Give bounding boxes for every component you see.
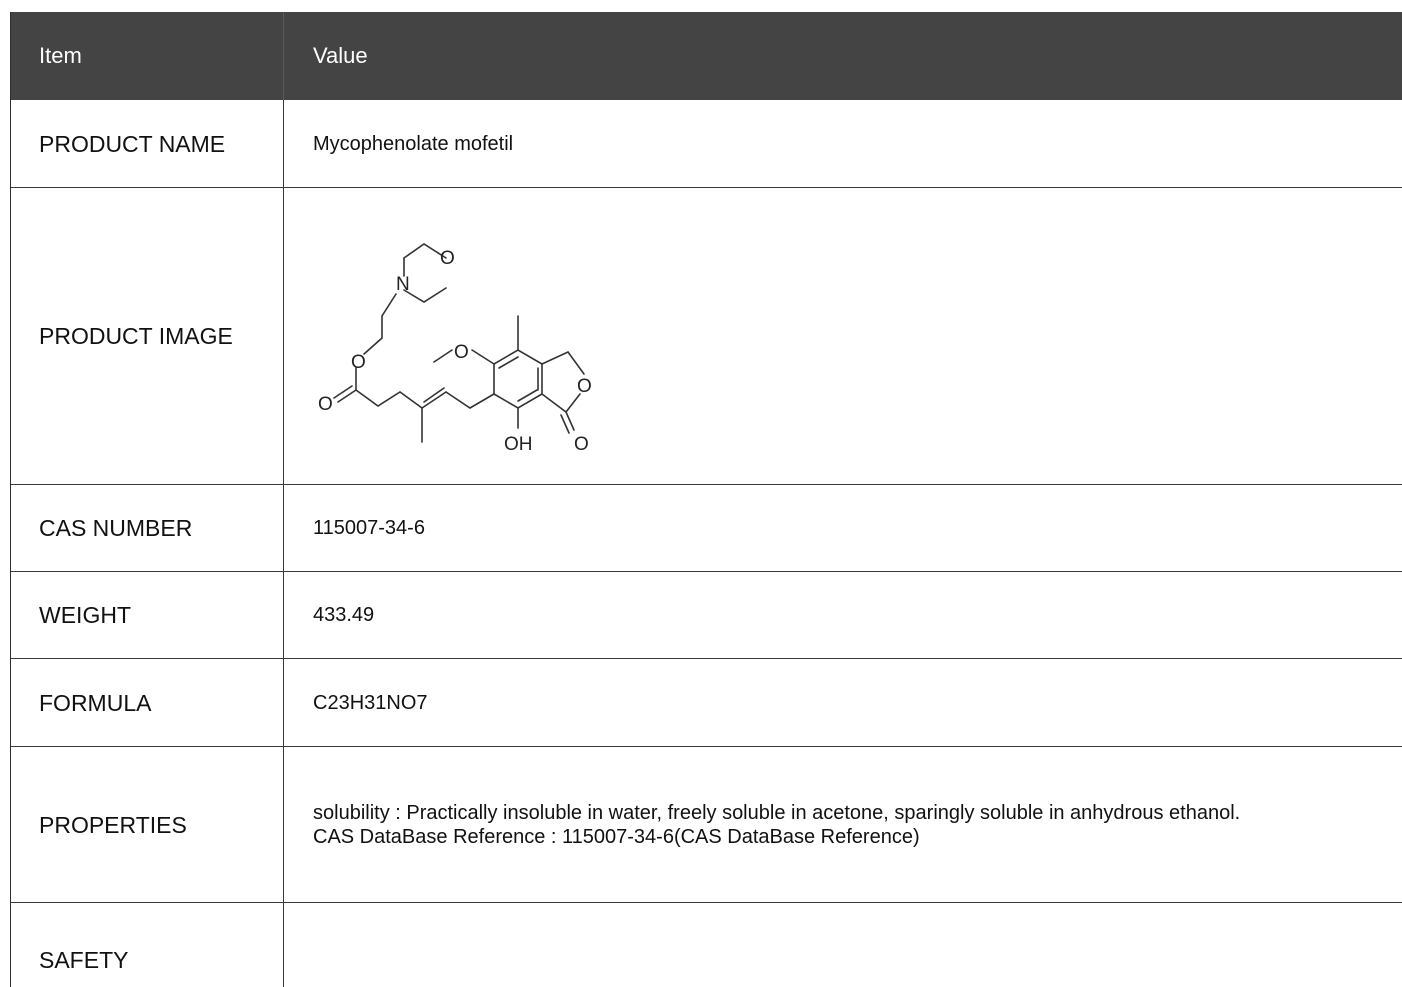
product-name-label: PRODUCT NAME [11,100,284,187]
table-row-properties: PROPERTIES solubility : Practically inso… [11,747,1402,903]
header-item: Item [11,12,284,100]
table-row-weight: WEIGHT 433.49 [11,572,1402,659]
atom-o-carbonyl: O [318,394,333,415]
table-header: Item Value [11,12,1402,100]
properties-solubility: solubility : Practically insoluble in wa… [313,801,1241,824]
cas-number-value: 115007-34-6 [313,517,425,539]
header-value: Value [313,43,368,68]
properties-label: PROPERTIES [11,747,284,902]
product-image-label: PRODUCT IMAGE [11,188,284,484]
atom-n-ring: N [396,274,410,295]
atom-o-lactone-carbonyl: O [574,434,589,455]
product-image-cell: O N O O O O O OH [284,188,1402,484]
table-row-safety: SAFETY [11,903,1402,987]
weight-value: 433.49 [313,604,375,626]
safety-value [284,903,1402,987]
properties-cas-reference: CAS DataBase Reference : 115007-34-6(CAS… [313,825,920,848]
properties-value: solubility : Practically insoluble in wa… [284,747,1402,902]
atom-o-methoxy: O [454,342,469,363]
cas-number-label: CAS NUMBER [11,485,284,571]
table-row-formula: FORMULA C23H31NO7 [11,659,1402,747]
atom-o-ring: O [440,248,455,269]
product-name-value: Mycophenolate mofetil [313,132,514,155]
table-row-product-image: PRODUCT IMAGE [11,188,1402,485]
formula-value: C23H31NO7 [313,691,428,714]
table-row-product-name: PRODUCT NAME Mycophenolate mofetil [11,100,1402,188]
formula-label: FORMULA [11,659,284,746]
safety-label: SAFETY [11,903,284,987]
atom-oh: OH [504,434,533,455]
weight-label: WEIGHT [11,572,284,658]
chemical-structure-image: O N O O O O O OH [318,243,592,455]
atom-o-ester: O [351,352,366,373]
table-row-cas-number: CAS NUMBER 115007-34-6 [11,485,1402,572]
atom-o-lactone: O [577,376,592,397]
product-info-table: Item Value PRODUCT NAME Mycophenolate mo… [10,12,1402,987]
